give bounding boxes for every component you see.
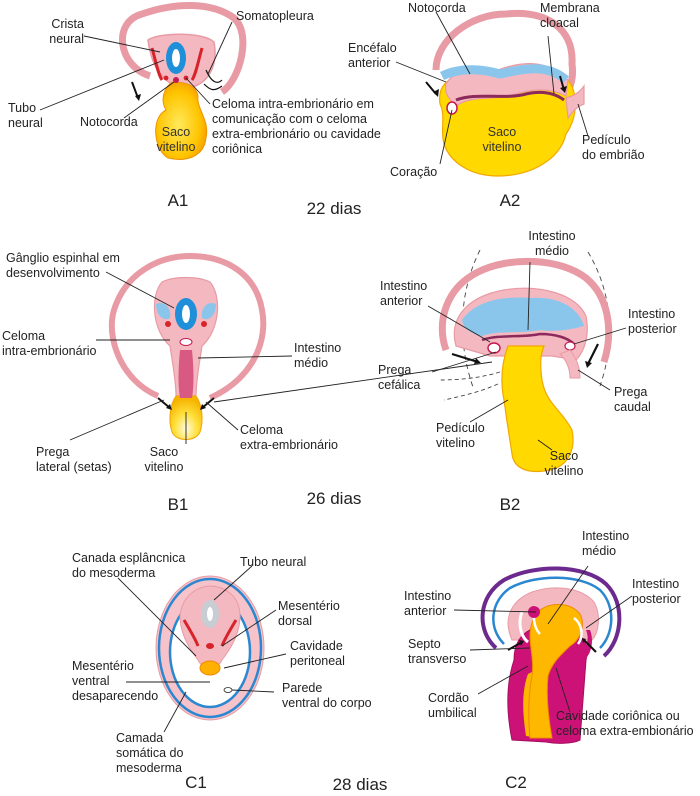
a2-label-notocorda: Notocorda — [408, 1, 466, 15]
a2-panel-id: A2 — [500, 191, 521, 210]
c1-drawing — [155, 575, 265, 721]
b2-panel-id: B2 — [500, 495, 521, 514]
stage-label-22-dias: 22 dias — [307, 199, 362, 218]
a1-panel-id: A1 — [168, 191, 189, 210]
b1-panel-id: B1 — [168, 495, 189, 514]
a1-label-somatopleura: Somatopleura — [236, 9, 314, 23]
a1-label-notocorda: Notocorda — [80, 115, 138, 129]
stage-label-28-dias: 28 dias — [333, 775, 388, 794]
b2-drawing — [437, 249, 613, 473]
b2-leaders — [213, 261, 627, 451]
c1-panel-id: C1 — [185, 773, 207, 792]
b1-leaders — [69, 271, 293, 444]
a2-label-coracao: Coração — [390, 165, 437, 179]
stage-label-26-dias: 26 dias — [307, 489, 362, 508]
c2-drawing — [480, 566, 622, 744]
c2-panel-id: C2 — [505, 773, 527, 792]
c1-leaders — [117, 565, 287, 733]
b1-drawing — [108, 252, 267, 440]
a2-leaders — [395, 11, 589, 165]
c2-leaders — [453, 565, 633, 713]
a2-drawing — [425, 9, 585, 177]
a1-drawing — [118, 2, 247, 160]
a1-leaders — [39, 21, 233, 119]
c1-label-tubo-neural: Tubo neural — [240, 555, 306, 569]
